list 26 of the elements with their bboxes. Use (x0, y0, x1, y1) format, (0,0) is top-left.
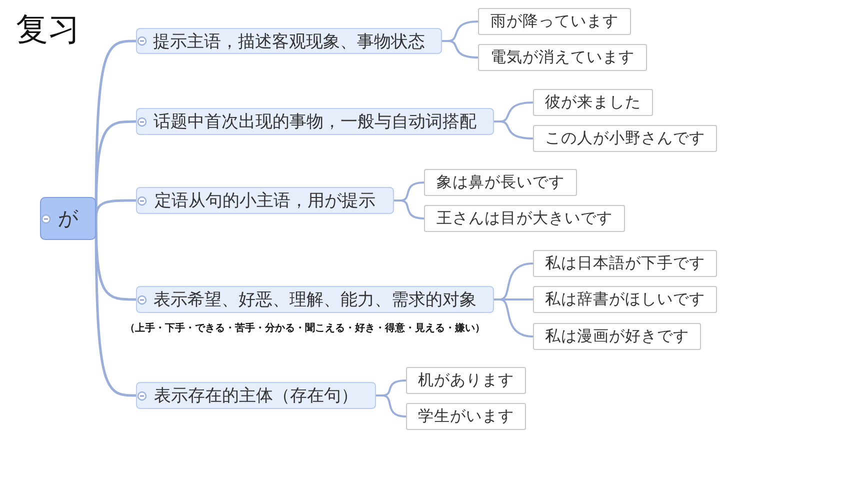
example-box: 私は辞書がほしいです (533, 286, 717, 313)
branch-label: 表示希望、好恶、理解、能力、需求的对象 (154, 289, 476, 311)
example-box: 机があります (406, 367, 526, 394)
example-box: 雨が降っています (478, 8, 631, 35)
connector (94, 199, 136, 219)
title: 复习 (16, 9, 80, 50)
example-box: 電気が消えています (478, 44, 647, 71)
example-box: 私は日本語が下手です (533, 250, 717, 277)
example-box: 象は鼻が長いです (424, 169, 577, 196)
branch-box: 表示存在的主体（存在句） (136, 382, 376, 409)
note-text: （上手・下手・できる・苦手・分かる・聞こえる・好き・得意・見える・嫌い） (125, 322, 485, 335)
connector (442, 40, 478, 58)
example-box: 王さんは目が大きいです (424, 205, 625, 232)
example-box: 彼が来ました (533, 89, 653, 116)
connector (494, 298, 534, 338)
connector (376, 394, 406, 418)
connector (94, 218, 136, 397)
connector (394, 200, 424, 220)
branch-box: 话题中首次出现的事物，一般与自动词搭配 (136, 108, 494, 135)
example-box: この人が小野さんです (533, 125, 717, 152)
topic-box: が (40, 197, 96, 240)
branch-box: 定语从句的小主语，用が提示 (136, 187, 394, 214)
example-box: 私は漫画が好きです (533, 323, 701, 350)
branch-box: 提示主语，描述客观现象、事物状态 (136, 28, 442, 54)
example-box: 学生がいます (406, 403, 526, 430)
connector (494, 120, 534, 140)
